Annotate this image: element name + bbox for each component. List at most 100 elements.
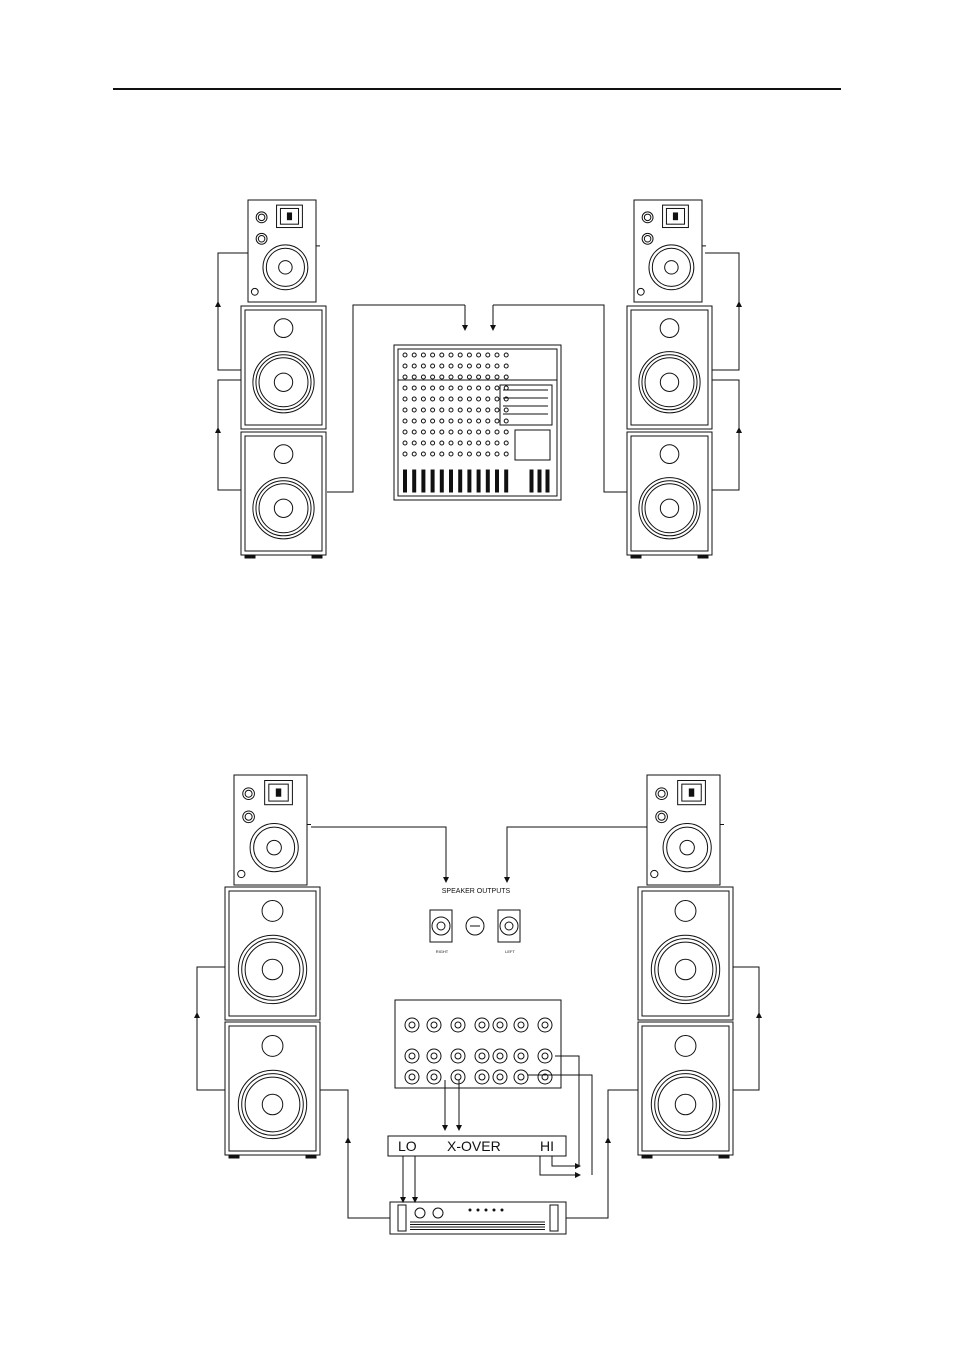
tweeter-1 [642, 212, 653, 223]
channel-knob [431, 386, 435, 390]
woofer-cap [262, 1094, 283, 1115]
jack-row-2 [514, 1049, 528, 1063]
channel-knob [467, 441, 471, 445]
channel-knob [449, 452, 453, 456]
channel-knob [504, 386, 508, 390]
channel-knob [467, 364, 471, 368]
woofer-cone [645, 484, 694, 533]
woofer-surround [642, 481, 697, 536]
channel-knob [477, 386, 481, 390]
bottom-diagram: SPEAKER OUTPUTS RIGHT LEFT LO X-OVER HI [197, 775, 759, 1234]
channel-knob [403, 353, 407, 357]
channel-knob [467, 386, 471, 390]
powered-mixer [394, 345, 561, 500]
rack-ear-right [550, 1205, 558, 1231]
channel-knob [412, 353, 416, 357]
indicator-led [485, 1209, 487, 1211]
crossover-name-label: X-OVER [447, 1138, 501, 1154]
channel-knob [412, 386, 416, 390]
channel-knob [421, 386, 425, 390]
cable-amp-to-left-sub [320, 1090, 390, 1218]
speaker-outputs-title: SPEAKER OUTPUTS [442, 888, 511, 895]
woofer-cap [660, 373, 678, 391]
tweeter-1 [656, 788, 668, 800]
channel-knob [412, 441, 416, 445]
eq-section [515, 430, 550, 460]
channel-knob [504, 452, 508, 456]
jack-row-3 [405, 1070, 419, 1084]
xover-hi-out-2 [552, 1156, 578, 1166]
channel-knob [449, 430, 453, 434]
port [675, 1035, 696, 1056]
port [651, 870, 658, 877]
channel-knob [477, 364, 481, 368]
link-cable-right-upper [705, 253, 739, 370]
tweeter-2-inner [258, 235, 265, 242]
woofer-rim [663, 824, 711, 872]
channel-knob [412, 419, 416, 423]
channel-knob [477, 452, 481, 456]
woofer-cone [245, 1077, 300, 1132]
channel-knob [449, 408, 453, 412]
woofer-cap [680, 840, 694, 854]
channel-knob [421, 408, 425, 412]
tweeter-1 [256, 212, 267, 223]
horn-driver [276, 789, 280, 796]
port [660, 445, 679, 464]
woofer-cone [652, 248, 690, 286]
channel-knob [412, 364, 416, 368]
jack-row-1 [538, 1018, 552, 1032]
foot-right [719, 1155, 729, 1158]
return-line-1 [555, 1056, 579, 1166]
channel-knob [458, 353, 462, 357]
jack-row-3-center [497, 1074, 503, 1080]
foot-left [245, 555, 255, 558]
woofer-rim [238, 935, 306, 1003]
channel-knob [458, 364, 462, 368]
top-cabinet [234, 775, 311, 885]
channel-knob [431, 408, 435, 412]
channel-fader [505, 470, 508, 492]
channel-knob [440, 408, 444, 412]
channel-knob [458, 386, 462, 390]
channel-knob [431, 419, 435, 423]
channel-knob [495, 375, 499, 379]
channel-knob [504, 353, 508, 357]
channel-knob [412, 430, 416, 434]
port [274, 319, 293, 338]
channel-fader [431, 470, 434, 492]
foot-right [306, 1155, 316, 1158]
return-line-2 [528, 1075, 592, 1175]
foot-left [631, 555, 641, 558]
channel-knob [504, 419, 508, 423]
subwoofer-upper [627, 306, 712, 429]
channel-knob [403, 386, 407, 390]
channel-knob [486, 386, 490, 390]
tweeter-1 [243, 788, 255, 800]
horn-driver [673, 213, 677, 220]
woofer-surround [242, 1074, 304, 1136]
jack-row-1 [514, 1018, 528, 1032]
jack-row-1-center [455, 1022, 461, 1028]
socket-right-pin [437, 922, 445, 930]
channel-knob [486, 430, 490, 434]
channel-knob [421, 353, 425, 357]
woofer-rim [250, 824, 298, 872]
woofer-surround [655, 939, 717, 1001]
channel-knob [421, 441, 425, 445]
link-cable-right [733, 967, 759, 1090]
tweeter-2 [656, 811, 668, 823]
channel-fader [440, 470, 443, 492]
channel-knob [449, 375, 453, 379]
jack-row-3 [514, 1070, 528, 1084]
channel-knob [440, 397, 444, 401]
port [251, 288, 258, 295]
indicator-led [469, 1209, 471, 1211]
channel-knob [421, 452, 425, 456]
port [262, 900, 283, 921]
channel-knob [495, 397, 499, 401]
channel-knob [504, 441, 508, 445]
woofer-surround [655, 1074, 717, 1136]
jack-row-1 [451, 1018, 465, 1032]
link-cable-left-lower [218, 380, 241, 490]
